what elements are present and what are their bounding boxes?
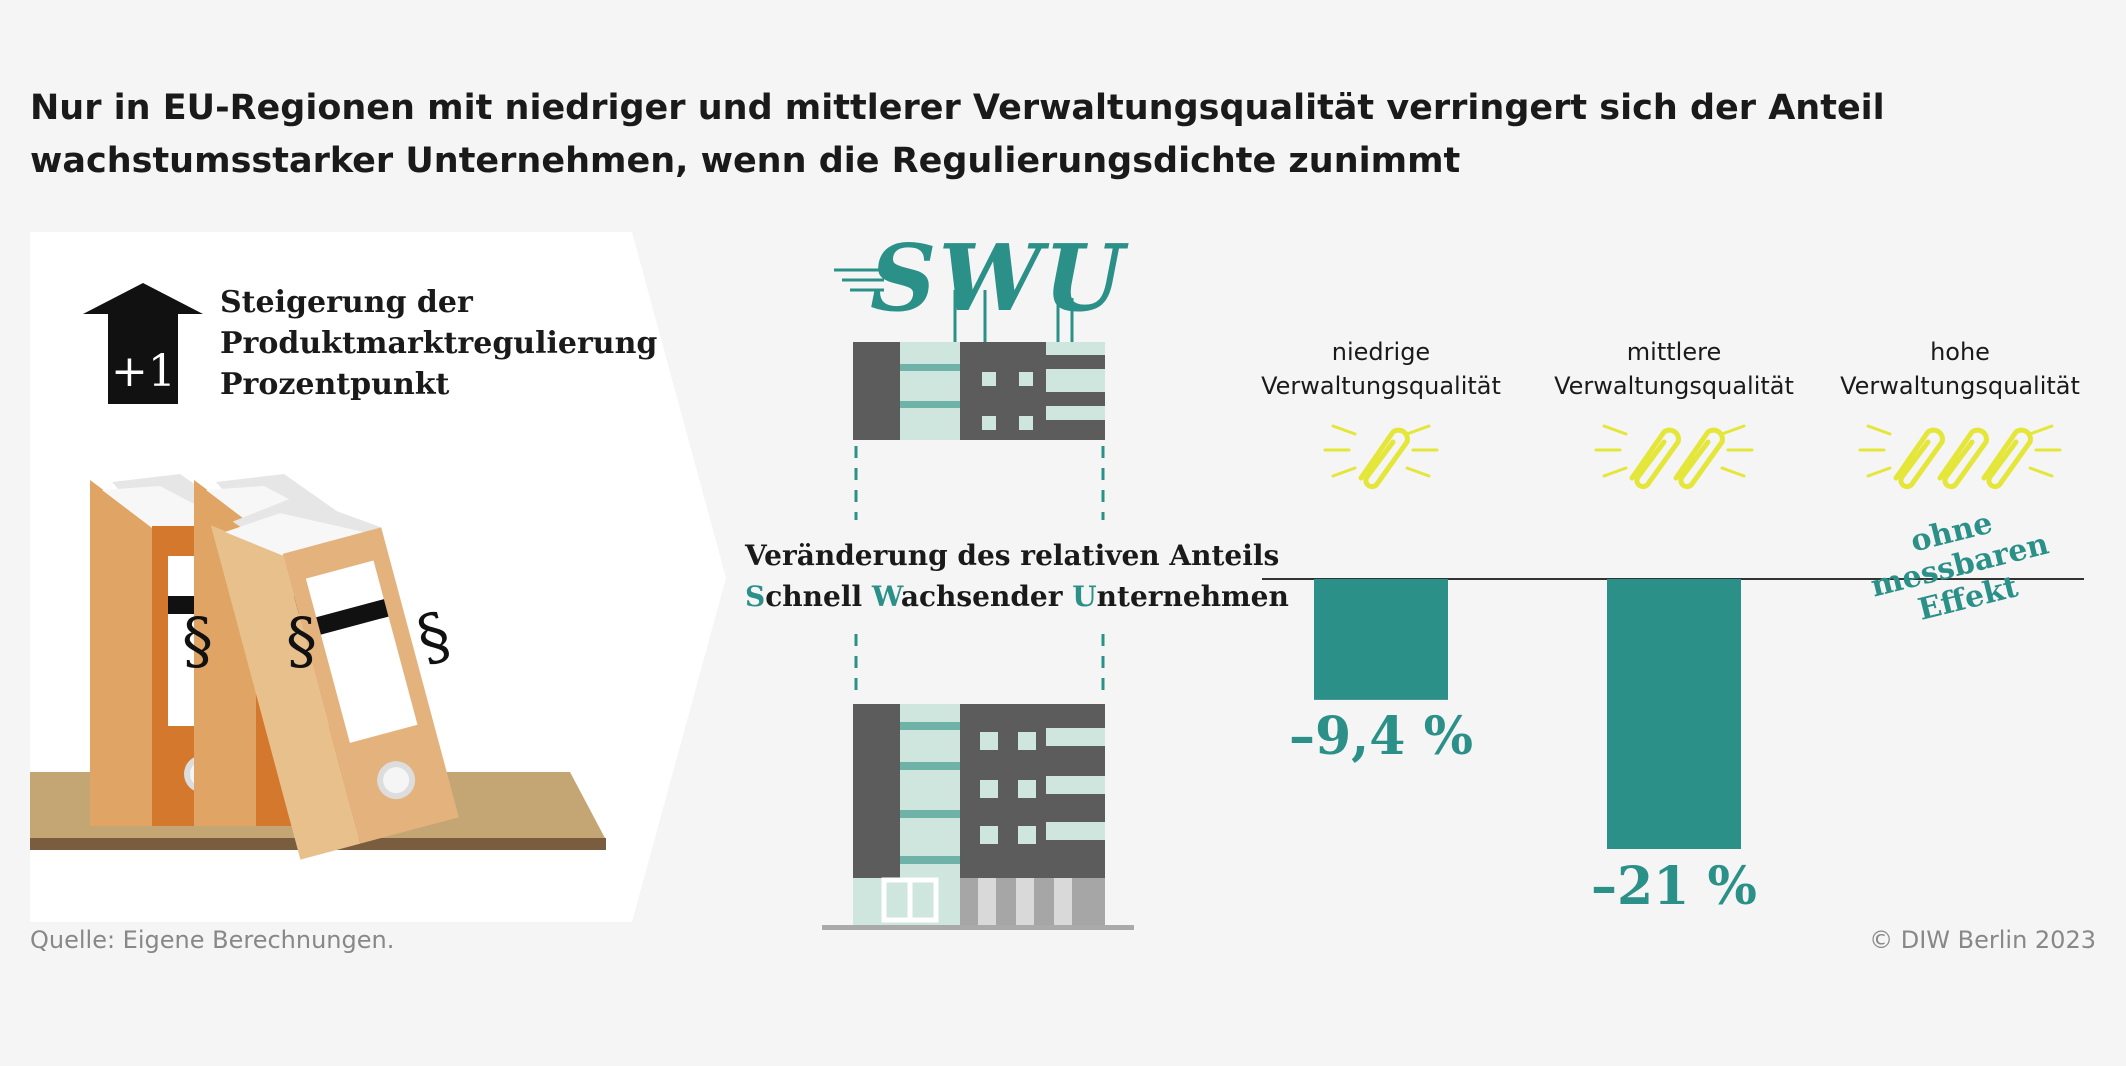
sparkle-ray (2028, 424, 2054, 436)
chart-area (1262, 424, 2084, 849)
bar (1314, 579, 1448, 700)
paperclip-icon (1893, 427, 1945, 490)
category-line: mittlere (1626, 338, 1722, 366)
sparkle-ray (1866, 424, 1892, 436)
sparkle-ray (1405, 424, 1431, 436)
up-arrow-icon (83, 283, 203, 404)
sparkle-ray (1602, 424, 1628, 436)
category-label: mittlere Verwaltungsqualität (1544, 335, 1804, 403)
highlight-letter: W (871, 580, 901, 613)
sparkle-ray (2028, 466, 2054, 478)
sparkle-ray (1720, 424, 1746, 436)
small-building-icon (853, 342, 1105, 440)
sparkle-ray (1720, 466, 1746, 478)
highlight-letter: U (1072, 580, 1097, 613)
sparkle-ray (1602, 466, 1628, 478)
category-line: Verwaltungsqualität (1840, 372, 2080, 400)
legend-line: Prozentpunkt (220, 367, 450, 402)
label-text: nternehmen (1096, 580, 1289, 613)
category-label: hohe Verwaltungsqualität (1830, 335, 2090, 403)
source-note: Quelle: Eigene Berechnungen. (30, 926, 395, 954)
category-line: niedrige (1331, 338, 1431, 366)
sparkle-ray (1866, 466, 1892, 478)
arrow-value: +1 (111, 346, 176, 397)
dashed-guides (854, 446, 1105, 700)
label-text: achsender (900, 580, 1073, 613)
category-line: Verwaltungsqualität (1554, 372, 1794, 400)
center-label: Veränderung des relativen Anteils Schnel… (745, 535, 1289, 617)
legend-label: Steigerung der Produktmarktregulierung P… (220, 282, 657, 405)
binder-icon (210, 496, 459, 860)
copyright-note: © DIW Berlin 2023 (1869, 926, 2096, 954)
label-text: chnell (765, 580, 872, 613)
speed-lines-icon (834, 268, 884, 292)
center-label-line2: Schnell Wachsender Unternehmen (745, 576, 1289, 617)
antenna-icon (953, 290, 1074, 342)
paperclip-icon (1629, 427, 1681, 490)
swu-logo: SWU (870, 224, 1126, 332)
category-line: hohe (1930, 338, 1990, 366)
category-line: Verwaltungsqualität (1261, 372, 1501, 400)
paperclip-icon (1981, 427, 2033, 490)
bar (1607, 579, 1741, 849)
sparkle-ray (1405, 466, 1431, 478)
value-label: –9,4 % (1289, 706, 1473, 767)
highlight-letter: S (745, 580, 766, 613)
paperclip-icon (1673, 427, 1725, 490)
paperclip-icon (1937, 427, 1989, 490)
large-building-icon (822, 704, 1134, 930)
sparkle-ray (1331, 466, 1357, 478)
paperclip-icon (1358, 427, 1410, 490)
value-label: –21 % (1591, 856, 1757, 917)
sparkle-ray (1331, 424, 1357, 436)
binder-symbol: § (182, 604, 213, 677)
chart-title: Nur in EU-Regionen mit niedriger und mit… (30, 88, 1885, 181)
legend-line: Steigerung der (220, 285, 473, 320)
center-label-line1: Veränderung des relativen Anteils (745, 539, 1280, 572)
binder-symbol: § (286, 604, 317, 677)
legend-line: Produktmarktregulierung (220, 326, 658, 361)
category-label: niedrige Verwaltungsqualität (1251, 335, 1511, 403)
